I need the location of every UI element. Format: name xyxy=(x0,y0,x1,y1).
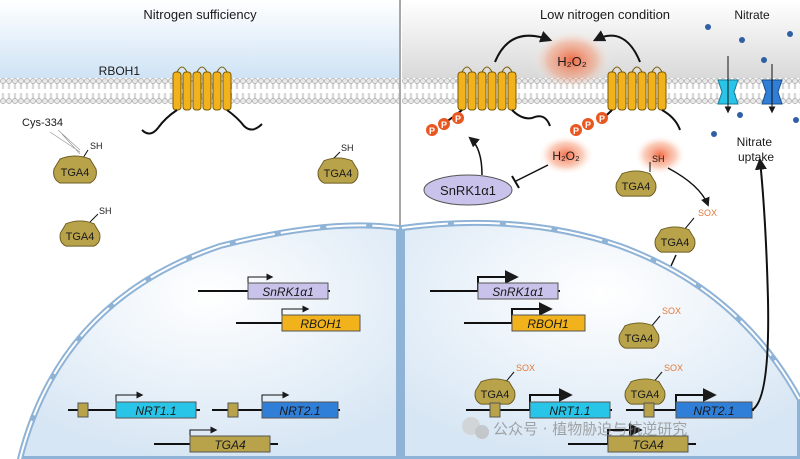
sh-label: SH xyxy=(90,141,103,151)
right-title: Low nitrogen condition xyxy=(540,7,670,22)
tga4-protein: TGA4 xyxy=(317,157,359,184)
gene-snrk1a1: SnRK1α1 xyxy=(430,270,560,300)
nitrate-transporter xyxy=(717,56,739,114)
svg-text:P: P xyxy=(573,126,579,136)
nitrate-uptake-label: Nitrate uptake xyxy=(737,135,776,164)
svg-text:SnRK1α1: SnRK1α1 xyxy=(440,183,496,198)
svg-text:P: P xyxy=(599,114,605,124)
h2o2-glow xyxy=(634,135,686,175)
gene-nrt2-1: NRT2.1 xyxy=(212,391,340,419)
svg-text:TGA4: TGA4 xyxy=(632,438,664,452)
left-title: Nitrogen sufficiency xyxy=(143,7,257,22)
phosphorylation-arrow xyxy=(468,136,483,176)
h2o2-arrow-left xyxy=(494,31,553,63)
tga4-protein: TGA4 xyxy=(615,170,657,197)
svg-text:TGA4: TGA4 xyxy=(324,168,353,180)
inhibition-line xyxy=(515,164,549,182)
svg-text:NRT1.1: NRT1.1 xyxy=(549,404,590,418)
svg-text:TGA4: TGA4 xyxy=(625,333,654,345)
sox-label: SOX xyxy=(516,363,535,373)
gene-nrt2-1: NRT2.1 xyxy=(626,388,754,419)
svg-text:TGA4: TGA4 xyxy=(61,167,90,179)
sox-label: SOX xyxy=(664,363,683,373)
right-panel: Low nitrogen condition H₂O₂ xyxy=(399,0,800,459)
uptake-feedback-arrow xyxy=(751,157,770,411)
gene-nrt1-1: NRT1.1 xyxy=(68,391,200,419)
sox-label: SOX xyxy=(698,208,717,218)
svg-text:TGA4: TGA4 xyxy=(214,438,246,452)
svg-text:TGA4: TGA4 xyxy=(631,389,660,401)
rboh1-protein: RBOH1 xyxy=(99,64,263,135)
svg-text:P: P xyxy=(441,120,447,130)
svg-text:SnRK1α1: SnRK1α1 xyxy=(492,285,544,299)
h2o2-glow xyxy=(532,30,612,90)
oxidation-arrow xyxy=(667,167,710,207)
snrk1a1-kinase: SnRK1α1 xyxy=(423,174,513,206)
gene-snrk1a1: SnRK1α1 xyxy=(198,273,330,300)
phospho-group: P P P xyxy=(570,112,608,136)
cys334-label: Cys-334 xyxy=(22,117,63,129)
gene-nrt1-1: NRT1.1 xyxy=(466,388,612,419)
rboh1-label: RBOH1 xyxy=(99,64,141,78)
svg-text:TGA4: TGA4 xyxy=(622,181,651,193)
svg-text:NRT2.1: NRT2.1 xyxy=(279,404,320,418)
watermark: 公众号 · 植物胁迫与抗逆研究 xyxy=(462,417,687,439)
tga4-protein: TGA4 xyxy=(53,155,97,184)
svg-text:RBOH1: RBOH1 xyxy=(527,317,568,331)
tga4-protein: TGA4 xyxy=(59,220,101,247)
svg-text:SnRK1α1: SnRK1α1 xyxy=(262,285,314,299)
svg-text:TGA4: TGA4 xyxy=(661,237,690,249)
gene-rboh1: RBOH1 xyxy=(464,302,586,332)
gene-tga4: TGA4 xyxy=(154,426,278,453)
svg-text:NRT1.1: NRT1.1 xyxy=(135,404,176,418)
svg-text:TGA4: TGA4 xyxy=(66,231,95,243)
rboh1-protein xyxy=(607,71,667,111)
h2o2-glow xyxy=(538,135,594,175)
h2o2-membrane-label: H₂O₂ xyxy=(557,54,587,69)
sox-label: SOX xyxy=(662,306,681,316)
tga4-protein: TGA4 xyxy=(654,226,696,253)
gene-rboh1: RBOH1 xyxy=(236,305,361,332)
svg-text:NRT2.1: NRT2.1 xyxy=(693,404,734,418)
svg-text:P: P xyxy=(455,114,461,124)
tga4-protein: TGA4 xyxy=(624,378,666,405)
svg-text:P: P xyxy=(429,126,435,136)
gene-tga4: TGA4 xyxy=(568,423,696,453)
nitrate-label: Nitrate xyxy=(734,8,770,22)
sh-label: SH xyxy=(99,206,112,216)
tga4-protein: TGA4 xyxy=(474,378,516,405)
phospho-group: P P P xyxy=(426,112,464,136)
tga4-protein: TGA4 xyxy=(618,322,660,349)
svg-text:TGA4: TGA4 xyxy=(481,389,510,401)
sh-label: SH xyxy=(652,154,665,164)
h2o2-arrow-right xyxy=(592,30,641,63)
svg-text:公众号 · 植物胁迫与抗逆研究: 公众号 · 植物胁迫与抗逆研究 xyxy=(493,420,687,438)
h2o2-cyto-label: H₂O₂ xyxy=(552,149,580,163)
svg-text:RBOH1: RBOH1 xyxy=(300,317,341,331)
nitrate-transporter xyxy=(761,64,783,114)
sh-label: SH xyxy=(341,143,354,153)
svg-text:P: P xyxy=(585,120,591,130)
left-panel: Nitrogen sufficiency RBOH1 Cys-334 SH TG… xyxy=(0,0,402,459)
extracellular-space xyxy=(0,0,399,78)
